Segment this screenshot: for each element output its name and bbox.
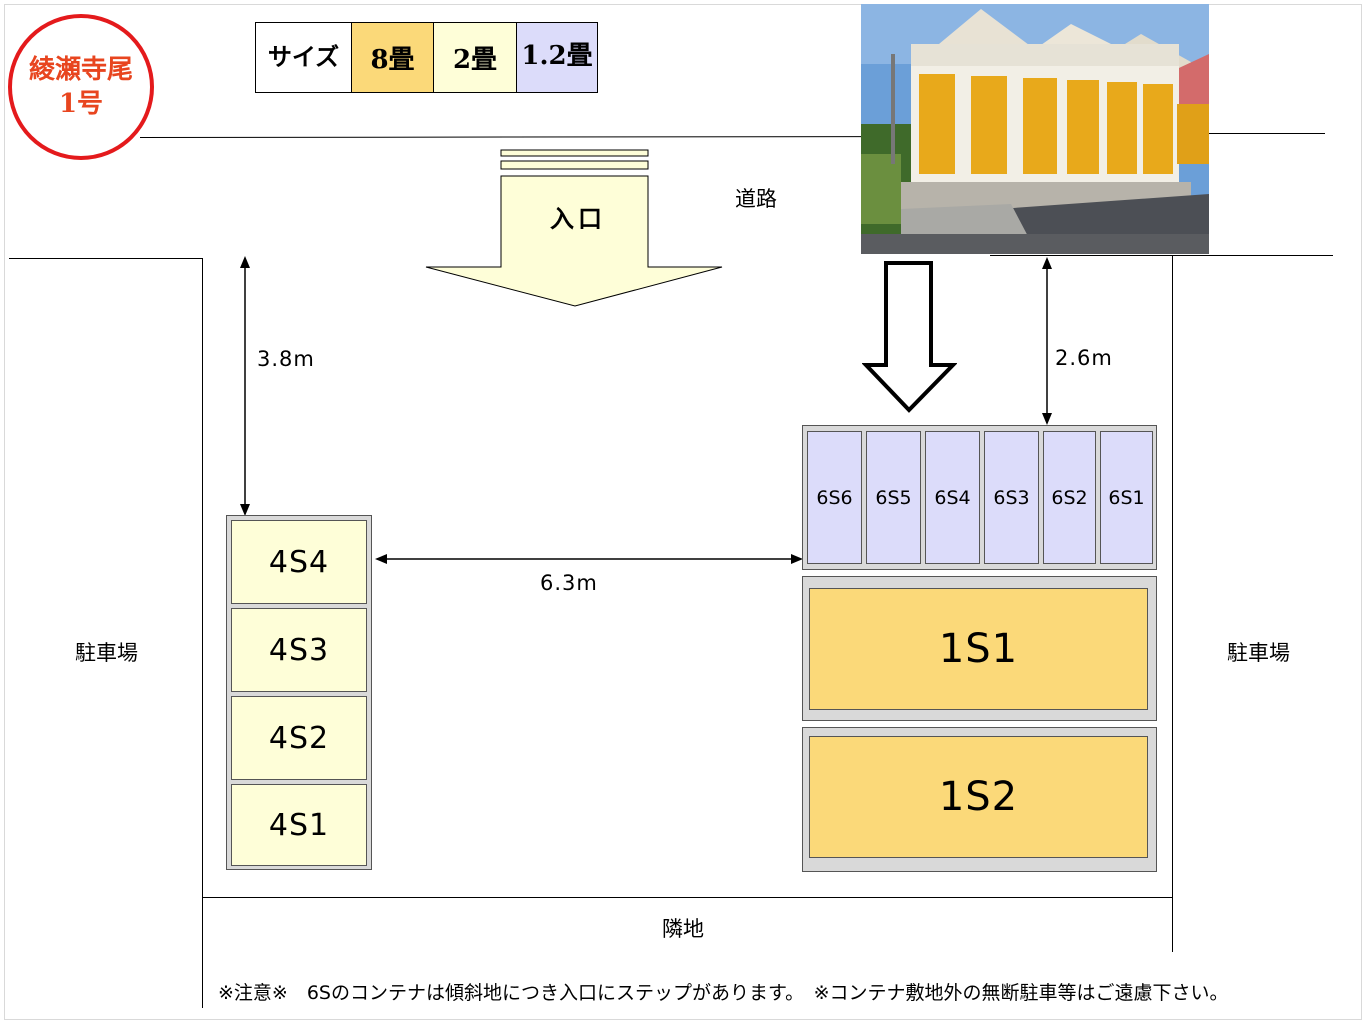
parking-left-label: 駐車場: [75, 641, 138, 665]
unit-6s4[interactable]: 6S4: [925, 431, 980, 564]
size-legend: サイズ 8畳 2畳 1.2畳: [255, 22, 598, 93]
middle-gap-label: 6.3m: [540, 571, 598, 595]
unit-6s1[interactable]: 6S1: [1100, 431, 1153, 564]
middle-gap-dimension: [375, 554, 803, 564]
unit-6s2[interactable]: 6S2: [1043, 431, 1096, 564]
boundary-left: [202, 258, 203, 1008]
notice-text: ※注意※ 6Sのコンテナは傾斜地につき入口にステップがあります。 ※コンテナ敷地…: [218, 982, 1229, 1004]
boundary-bottom: [202, 897, 1173, 898]
legend-size-1-2: 1.2畳: [517, 23, 597, 92]
right-gap-label: 2.6m: [1055, 346, 1113, 370]
unit-4s1[interactable]: 4S1: [231, 784, 367, 866]
boundary-right: [1172, 256, 1173, 952]
road-line-bottom-right: [990, 255, 1333, 256]
legend-header: サイズ: [256, 23, 352, 92]
site-number: 1号: [58, 89, 104, 119]
unit-4s3[interactable]: 4S3: [231, 608, 367, 692]
unit-1s2[interactable]: 1S2: [809, 736, 1148, 858]
legend-size-8: 8畳: [352, 23, 434, 92]
unit-6s3[interactable]: 6S3: [984, 431, 1039, 564]
entrance-arrow: [425, 149, 723, 307]
unit-1s1[interactable]: 1S1: [809, 588, 1148, 710]
entrance-label: 入口: [550, 205, 606, 233]
photo-direction-arrow: [862, 261, 957, 413]
container-photo: [861, 4, 1209, 254]
unit-6s6[interactable]: 6S6: [807, 431, 862, 564]
unit-6s5[interactable]: 6S5: [866, 431, 921, 564]
parking-right-label: 駐車場: [1227, 641, 1290, 665]
road-line-bottom-left: [9, 258, 203, 259]
unit-4s2[interactable]: 4S2: [231, 696, 367, 780]
site-name-badge: 綾瀬寺尾 1号: [8, 14, 154, 160]
right-gap-dimension: [1042, 257, 1052, 425]
left-gap-dimension: [240, 256, 250, 516]
page-frame: [4, 4, 1362, 1020]
road-line-top-right: [1209, 133, 1325, 134]
site-name: 綾瀬寺尾: [28, 55, 133, 85]
neighbor-label: 隣地: [662, 917, 704, 941]
unit-4s4[interactable]: 4S4: [231, 520, 367, 604]
road-label: 道路: [735, 187, 777, 211]
legend-size-2: 2畳: [434, 23, 517, 92]
left-gap-label: 3.8m: [257, 347, 315, 371]
